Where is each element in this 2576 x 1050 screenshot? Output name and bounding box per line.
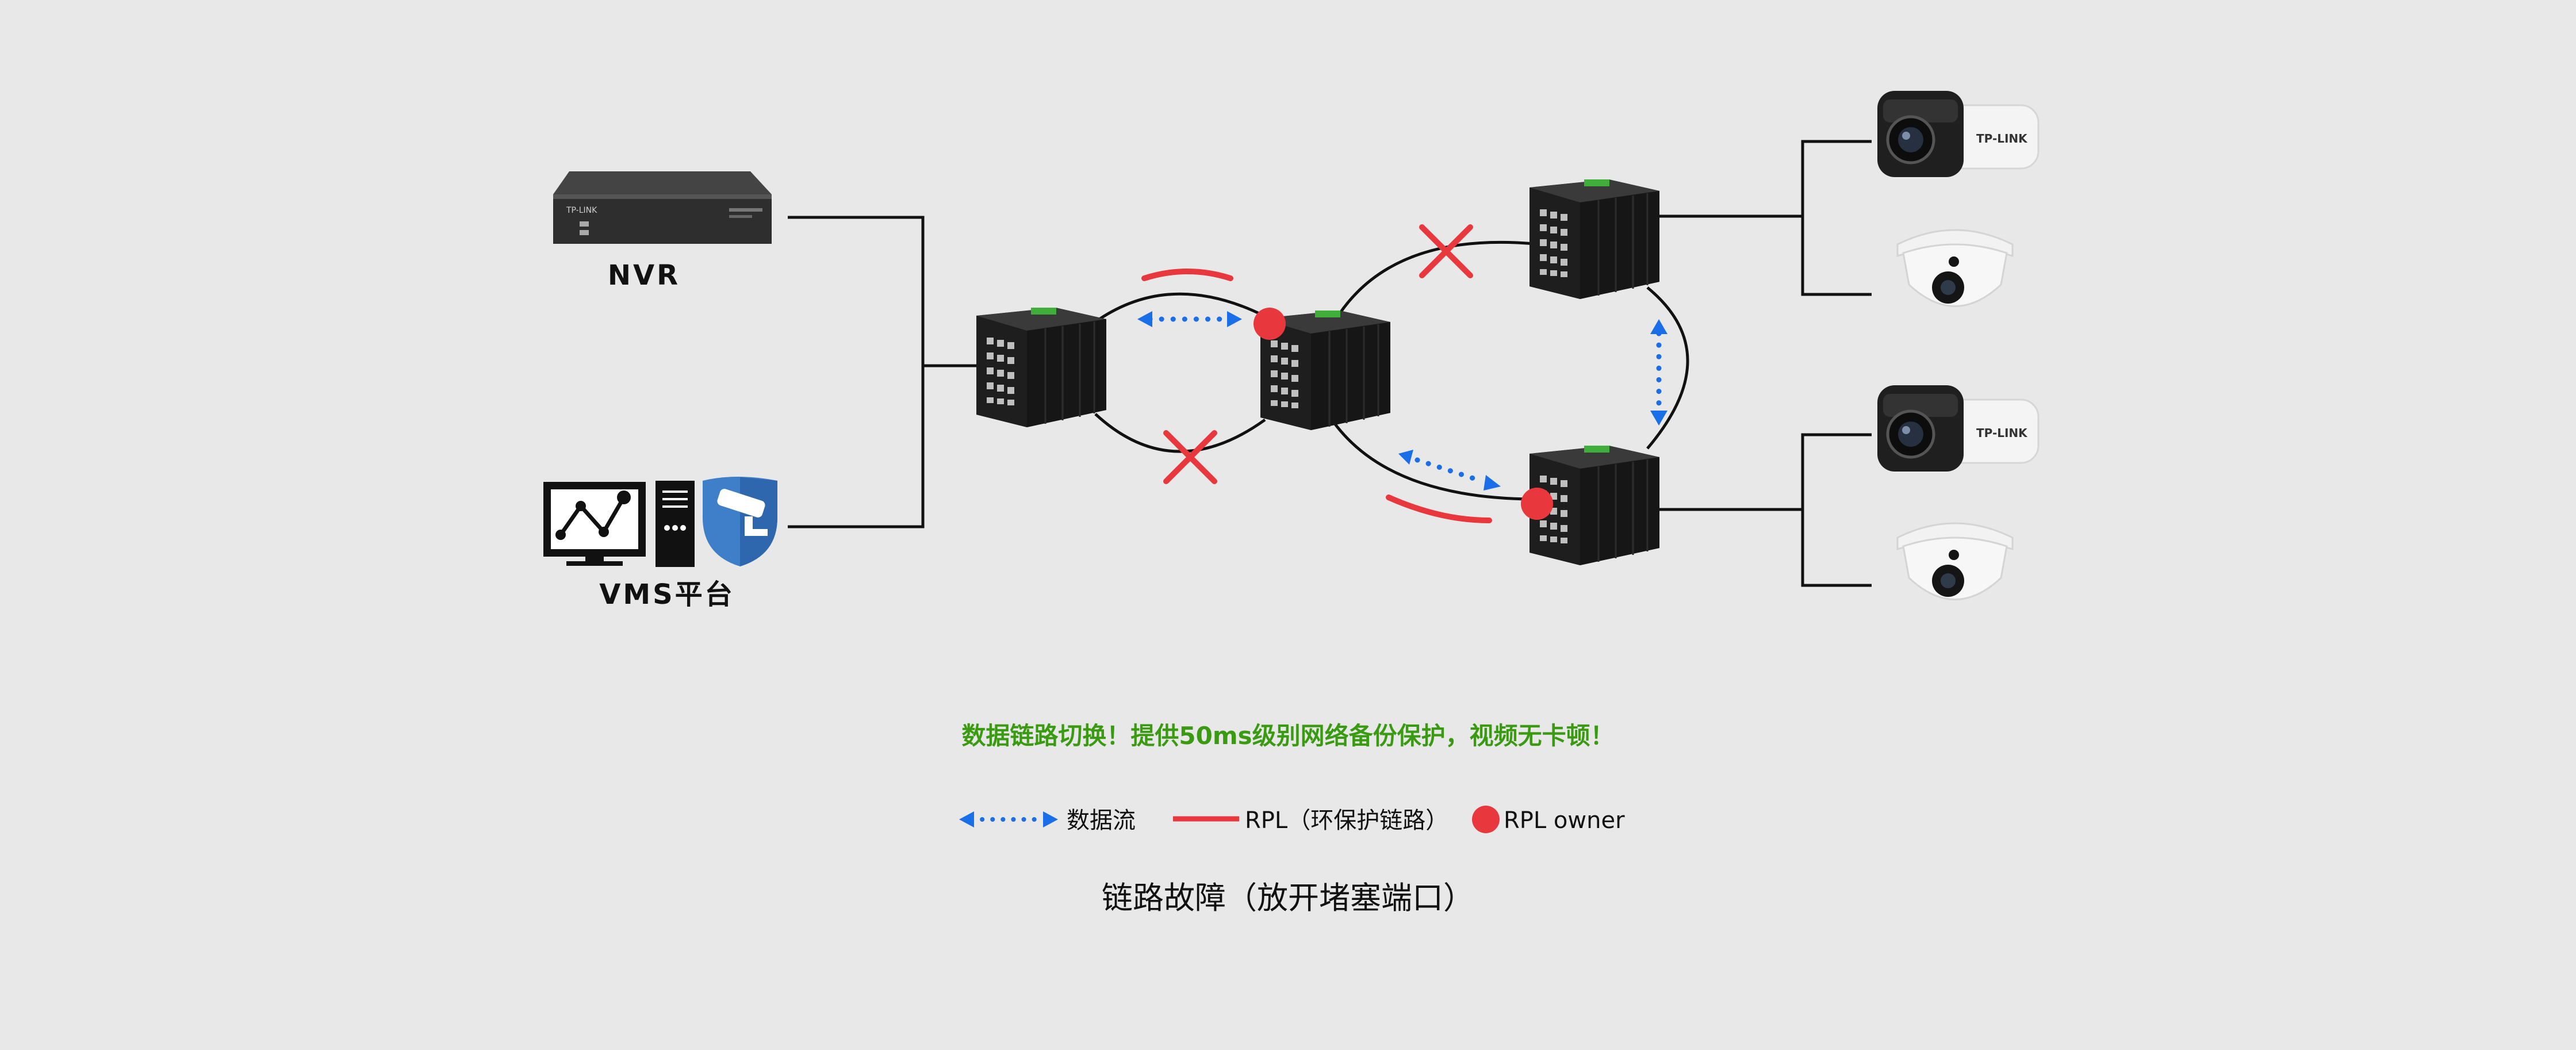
dome-camera-2[interactable] <box>1896 522 2014 600</box>
dome-camera-1[interactable] <box>1896 229 2014 307</box>
legend-data-flow-icon <box>959 811 1058 827</box>
bullet-camera-1[interactable]: TP-LINK <box>1877 91 2038 177</box>
legend-rpl-owner-label: RPL owner <box>1504 807 1625 834</box>
nvr-label: NVR <box>608 259 680 292</box>
legend-data-flow-label: 数据流 <box>1067 807 1136 834</box>
legend-rpl-owner-dot <box>1472 806 1500 833</box>
switch-1[interactable] <box>975 306 1107 428</box>
vms-platform[interactable] <box>543 477 777 567</box>
vms-label: VMS平台 <box>599 578 735 611</box>
data-flow-arrowheads <box>1137 311 1667 490</box>
bullet-camera-2[interactable]: TP-LINK <box>1877 385 2038 472</box>
camera-brand: TP-LINK <box>1976 132 2028 145</box>
rpl-owner-dot <box>1254 308 1286 340</box>
camera-brand: TP-LINK <box>1976 426 2028 440</box>
switch-3[interactable] <box>1528 178 1661 300</box>
ring-links <box>1094 240 1689 501</box>
link-fault-cross <box>1166 433 1214 481</box>
rpl-owner-dot <box>1521 488 1553 520</box>
data-flow-arrows <box>1147 316 1662 484</box>
diagram-title: 链路故障（放开堵塞端口） <box>1102 880 1474 916</box>
rpl-arcs <box>1141 269 1492 523</box>
nvr-brand: TP-LINK <box>566 206 597 215</box>
legend: 数据流 RPL（环保护链路） RPL owner <box>959 806 1625 834</box>
connection-lines <box>788 140 1872 587</box>
nvr-device[interactable]: TP-LINK <box>553 171 772 244</box>
legend-rpl-label: RPL（环保护链路） <box>1245 807 1448 834</box>
caption: 数据链路切换！提供50ms级别网络备份保护，视频无卡顿！ <box>961 722 1614 750</box>
